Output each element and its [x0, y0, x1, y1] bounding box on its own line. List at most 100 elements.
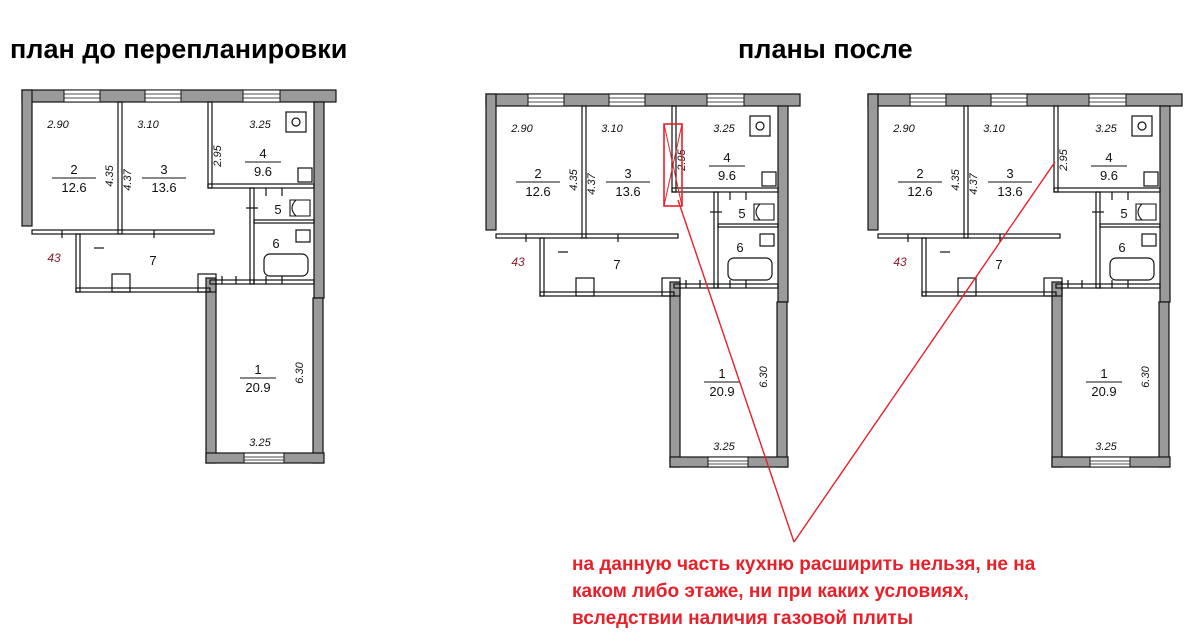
window: [242, 89, 281, 103]
wall-room4-bottom: [1053, 187, 1161, 193]
wall-corridor-left: [921, 237, 927, 297]
dim-room4-width: 3.25: [713, 123, 735, 135]
room-3-number: 3: [624, 166, 631, 181]
window: [243, 452, 285, 464]
bathtub-icon: [727, 257, 773, 281]
room-2-number: 2: [916, 166, 923, 181]
flat-number: 43: [47, 251, 61, 265]
window: [909, 93, 947, 107]
dim-room1-depth: 6.30: [294, 361, 306, 383]
dim-room2-depth: 4.35: [950, 168, 962, 190]
wall-room4-bottom: [671, 187, 779, 193]
outer-wall-right: [777, 105, 789, 303]
flat-number: 43: [511, 255, 525, 269]
room-4-number: 4: [1105, 150, 1112, 165]
heading-plan-before: план до перепланировки: [10, 34, 348, 64]
wall-room3-room4: [207, 101, 213, 189]
washbasin-icon: [759, 233, 775, 247]
wall-corridor-bottom: [921, 291, 1057, 297]
dim-room3-depth: 4.37: [122, 168, 134, 190]
wall-room3-room4: [671, 105, 677, 193]
wall-bath-bottom: [717, 283, 779, 289]
wall-corridor-right: [1055, 283, 1101, 289]
wall-room1-left: [205, 277, 217, 464]
dim-room4-width: 3.25: [249, 119, 271, 131]
toilet-icon: [753, 203, 775, 221]
sink-icon: [1143, 171, 1159, 187]
vent-shaft: [575, 277, 595, 297]
wall-corridor-left: [75, 233, 81, 293]
room-2-area: 12.6: [525, 184, 550, 199]
room-4-area: 9.6: [254, 164, 272, 179]
window: [990, 93, 1028, 107]
bathtub-icon: [263, 253, 309, 277]
wall-bath-left: [249, 187, 255, 285]
dim-room3-depth: 4.37: [586, 172, 598, 194]
stove-burner-icon: [291, 117, 301, 127]
room-5-number: 5: [274, 202, 281, 217]
wall-corridor-left: [539, 237, 545, 297]
vent-shaft: [1043, 277, 1063, 297]
outer-wall-left: [21, 89, 33, 227]
dim-room1-depth: 6.30: [1140, 365, 1152, 387]
dim-room3-width: 3.10: [983, 123, 1005, 135]
pointer-line: [793, 161, 1056, 543]
toilet-icon: [289, 199, 311, 217]
dim-room2-width: 2.90: [892, 123, 915, 135]
stove-burner-icon: [1137, 121, 1147, 131]
room-1-area: 20.9: [709, 384, 734, 399]
room-3-number: 3: [160, 162, 167, 177]
wall-wc-bath: [1099, 223, 1161, 228]
dim-room3-width: 3.10: [601, 123, 623, 135]
washbasin-icon: [295, 229, 311, 243]
vent-shaft: [111, 273, 131, 293]
wall-room3-room4: [1053, 105, 1059, 193]
dim-room3-depth: 4.37: [968, 172, 980, 194]
vent-shaft: [957, 277, 977, 297]
wall-corridor-right: [209, 279, 255, 285]
room-1-number: 1: [718, 366, 725, 381]
wall-rooms-corridor: [495, 233, 679, 239]
room-7-number: 7: [995, 257, 1002, 272]
toilet-icon: [1135, 203, 1157, 221]
wall-rooms-corridor: [877, 233, 1061, 239]
room-1-number: 1: [254, 362, 261, 377]
dim-room2-width: 2.90: [46, 119, 69, 131]
wall-corridor-right: [673, 283, 719, 289]
warning-note: на данную часть кухню расширить нельзя, …: [572, 551, 1192, 632]
window: [608, 93, 646, 107]
room-6-number: 6: [1118, 240, 1125, 255]
heading-plans-after: планы после: [738, 34, 913, 64]
washbasin-icon: [1141, 233, 1157, 247]
room-5-number: 5: [1120, 206, 1127, 221]
outer-wall-right-lower: [1158, 301, 1170, 468]
outer-wall-left: [867, 93, 879, 231]
room-3-number: 3: [1006, 166, 1013, 181]
room-6-number: 6: [736, 240, 743, 255]
outer-wall-right-lower: [312, 297, 324, 464]
wall-room4-bottom: [207, 183, 315, 189]
stove-icon: [285, 111, 307, 133]
wall-room2-room3: [581, 105, 587, 239]
dim-room4-depth: 2.95: [1058, 148, 1070, 171]
window: [1089, 456, 1131, 468]
outer-wall-right: [1159, 105, 1171, 303]
outer-wall-right-lower: [776, 301, 788, 468]
dim-room1-width: 3.25: [713, 441, 735, 453]
sink-icon: [297, 167, 313, 183]
wall-bath-left: [713, 191, 719, 289]
wall-room1-left: [1051, 281, 1063, 468]
wall-bath-left: [1095, 191, 1101, 289]
dim-room4-width: 3.25: [1095, 123, 1117, 135]
sink-icon: [761, 171, 777, 187]
room-1-number: 1: [1100, 366, 1107, 381]
room-3-area: 13.6: [997, 184, 1022, 199]
wall-bath-bottom: [1099, 283, 1161, 289]
dim-room1-width: 3.25: [1095, 441, 1117, 453]
dim-room4-depth: 2.95: [212, 144, 224, 167]
dim-room3-width: 3.10: [137, 119, 159, 131]
warning-note-line: вследствии наличия газовой плиты: [572, 608, 914, 629]
outer-wall-left: [485, 93, 497, 231]
